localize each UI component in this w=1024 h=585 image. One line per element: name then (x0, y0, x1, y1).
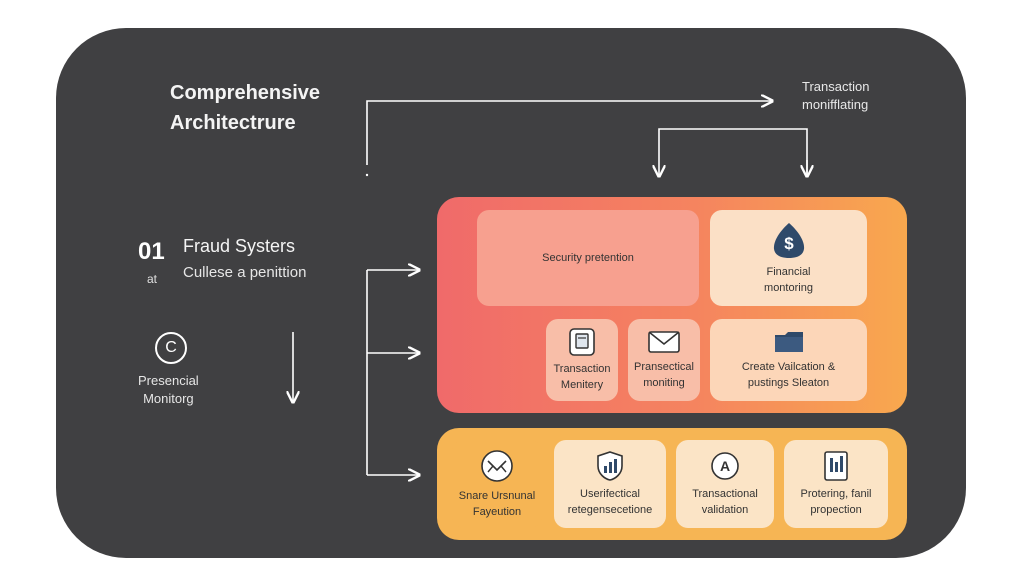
step-number: 01 (138, 238, 165, 265)
mail-circle-icon (481, 450, 513, 482)
snare-unusual-card: Snare Ursnunal Fayeution (452, 440, 542, 528)
userifectical-card: Userifectical retegensecetione (554, 440, 666, 528)
diagram-title: Comprehensive Architectrure (170, 82, 321, 134)
folder-icon (774, 332, 803, 352)
copyright-circle-icon: C (155, 332, 187, 364)
pransectical-monitoring-card: Pransectical moniting (628, 319, 700, 401)
svg-text:A: A (720, 458, 730, 474)
fraud-systems-subtitle: Cullese a penittion (183, 264, 307, 281)
transaction-monitoring-card: Transaction Menitery (546, 319, 618, 401)
fraud-systems-title: Fraud Systers (183, 236, 296, 256)
presencial-monitoring-label: Presencial Monitorg (138, 373, 199, 406)
create-validation-card: Create Vailcation & pustings Sleaton (710, 319, 867, 401)
ai-badge-icon: A (711, 452, 739, 480)
small-dot (365, 173, 369, 177)
arrow-to-transaction (366, 101, 772, 165)
step-number-sub: at (147, 272, 158, 286)
protecting-final-card: Protering, fanil propection (784, 440, 888, 528)
svg-text:$: $ (784, 234, 794, 253)
dollar-bag-icon: $ (773, 223, 804, 258)
document-icon (569, 328, 595, 356)
security-prevention-label: Security pretention (542, 252, 634, 264)
envelope-icon (648, 331, 680, 353)
security-prevention-card: Security pretention (477, 210, 699, 306)
transaction-monitoring-label: Transaction monifflating (802, 79, 870, 112)
transactional-validation-card: A Transactional validation (676, 440, 774, 528)
shield-chart-icon (597, 451, 623, 481)
report-icon (824, 451, 848, 481)
financial-monitoring-card: $ Financial montoring (710, 210, 867, 306)
arrow-loop-down (659, 128, 808, 176)
